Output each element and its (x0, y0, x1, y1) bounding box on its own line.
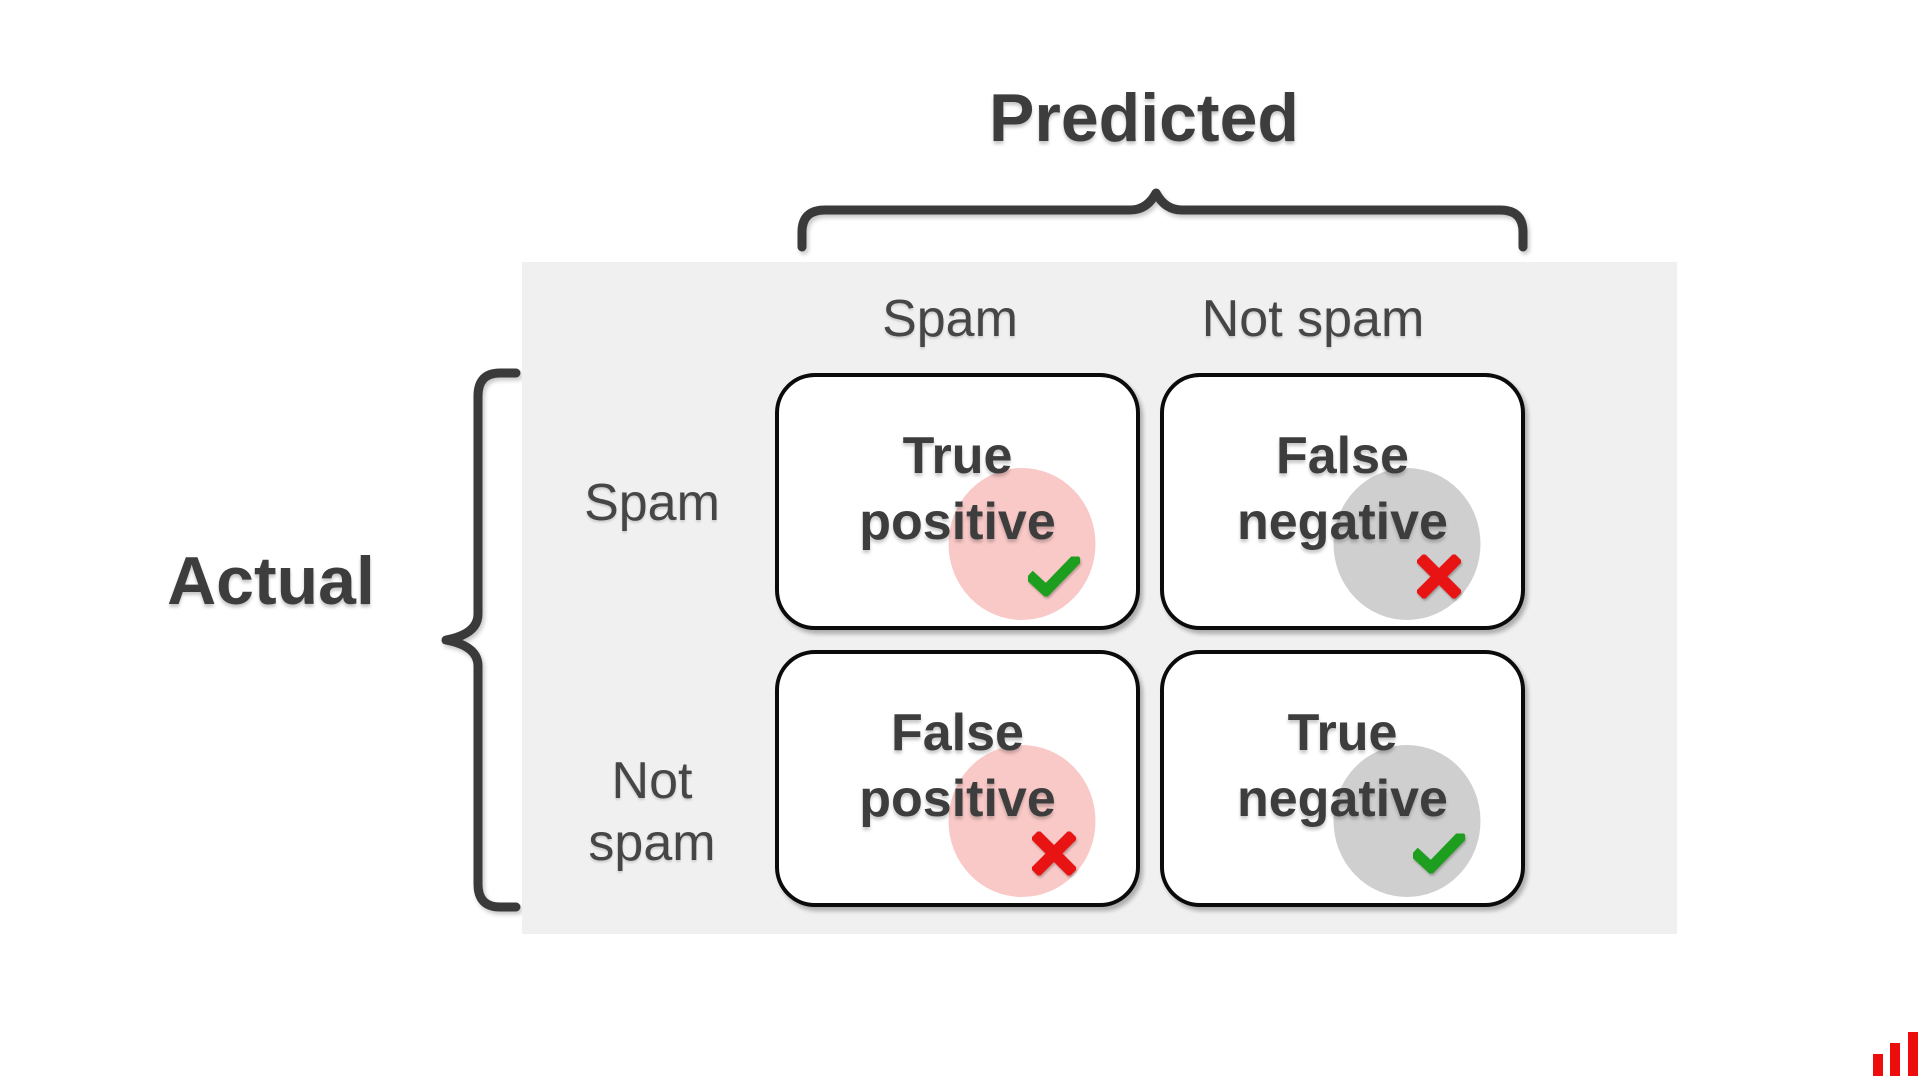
cell-false-negative: False negative (1160, 373, 1525, 630)
cell-true-negative: True negative (1160, 650, 1525, 907)
logo-bar-large (1908, 1032, 1918, 1076)
cell-label-line1: True (1287, 704, 1398, 762)
x-icon (1415, 552, 1463, 603)
cell-label-line1: False (891, 704, 1024, 762)
cell-label-line2: positive (859, 770, 1056, 828)
predicted-brace (797, 188, 1528, 252)
cell-label-line2: positive (859, 493, 1056, 551)
bar-chart-logo (1866, 1030, 1919, 1078)
check-icon (1025, 552, 1083, 601)
highlight-circle (1333, 744, 1481, 897)
cell-label: False negative (1164, 377, 1521, 626)
x-icon (1030, 829, 1078, 880)
predicted-axis-title: Predicted (989, 80, 1299, 156)
actual-axis-title: Actual (167, 543, 375, 619)
cell-true-positive: True positive (775, 373, 1140, 630)
check-icon (1410, 829, 1468, 878)
logo-bar-small (1873, 1054, 1883, 1076)
row-header-not-spam: Not spam (588, 752, 716, 872)
cell-label: True positive (779, 377, 1136, 626)
column-header-spam: Spam (882, 290, 1018, 348)
cell-false-positive: False positive (775, 650, 1140, 907)
cell-label-line2: negative (1237, 493, 1448, 551)
actual-brace (441, 368, 521, 912)
column-header-not-spam: Not spam (1201, 290, 1425, 348)
cell-label-line1: True (902, 427, 1013, 485)
highlight-circle (948, 467, 1096, 620)
logo-bar-medium (1890, 1043, 1900, 1076)
cell-label: False positive (779, 654, 1136, 903)
cell-label-line1: False (1276, 427, 1409, 485)
cell-label-line2: negative (1237, 770, 1448, 828)
cell-label: True negative (1164, 654, 1521, 903)
row-header-spam: Spam (584, 474, 720, 532)
